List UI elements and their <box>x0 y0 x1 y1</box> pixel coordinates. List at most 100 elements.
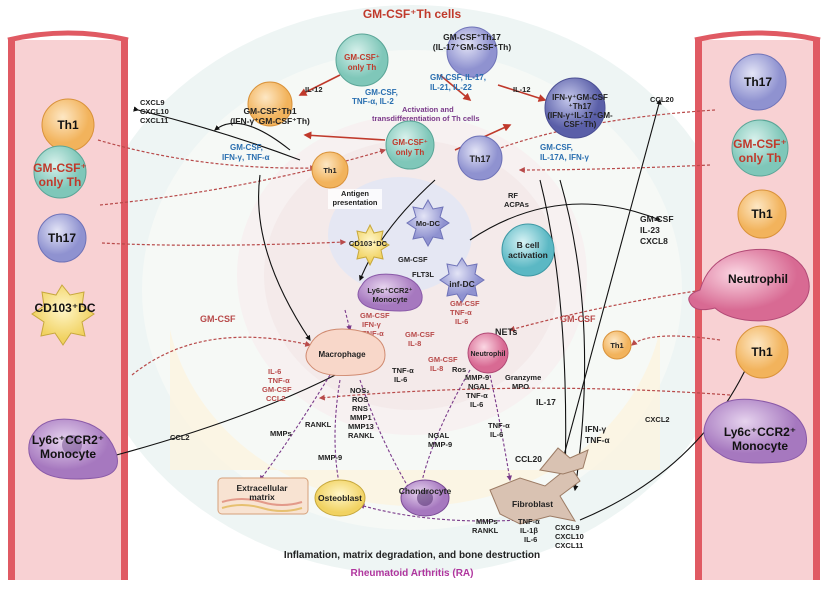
activation-label-2: transdifferentiation of Th cells <box>372 114 480 123</box>
svg-text:matrix: matrix <box>249 492 275 502</box>
neutrophil-gm-il8: GM-CSF IL-8 <box>428 355 458 373</box>
macrophage-products: NOS₂ ROS RNS MMP1 MMP13 RANKL <box>348 386 375 440</box>
th1-cytokines: GM-CSF, <box>230 143 263 152</box>
macrophage-cell: Macrophage <box>305 328 386 376</box>
svg-text:inf-DC: inf-DC <box>449 279 475 289</box>
ifng-th17-cytokines: GM-CSF, <box>540 143 573 152</box>
svg-text:IFN-γ⁺GM-CSF: IFN-γ⁺GM-CSF <box>552 93 608 102</box>
svg-text:IL-6: IL-6 <box>524 535 537 544</box>
svg-text:IL-23: IL-23 <box>640 225 660 235</box>
th17-top-cytokines: GM-CSF, IL-17, <box>430 73 486 82</box>
right-monocyte-cell: Ly6c⁺CCR2⁺ Monocyte <box>703 398 807 464</box>
macrophage-outputs: IL-6 TNF-α GM-CSF CCL2 <box>262 367 292 403</box>
svg-text:Th1: Th1 <box>610 341 623 350</box>
granzyme-label: Granzyme MPO <box>505 373 541 391</box>
th1-cytokines-2: IFN-γ, TNF-α <box>222 153 270 162</box>
svg-text:Granzyme: Granzyme <box>505 373 541 382</box>
right-th17-cell: Th17 <box>729 53 787 111</box>
right-cxcl2-label: CXCL2 <box>645 415 670 424</box>
ly6c-monocyte-center: Ly6c⁺CCR2⁺ Monocyte <box>357 273 423 312</box>
svg-text:CXCL9: CXCL9 <box>555 523 580 532</box>
svg-text:TNF-α: TNF-α <box>466 391 488 400</box>
svg-text:Ly6c⁺CCR2⁺: Ly6c⁺CCR2⁺ <box>367 286 412 295</box>
gmcsf-only-th-top-cytokines: GM-CSF, <box>365 88 398 97</box>
svg-text:IL-1β: IL-1β <box>520 526 538 535</box>
mmps-label: MMPs <box>270 429 292 438</box>
svg-text:Fibroblast: Fibroblast <box>512 499 553 509</box>
svg-text:Neutrophil: Neutrophil <box>471 351 506 358</box>
svg-text:NGAL: NGAL <box>428 431 450 440</box>
svg-text:activation: activation <box>508 250 548 260</box>
left-th17-cell: Th17 <box>37 213 87 263</box>
left-cd103-dc-cell: CD103⁺DC <box>31 284 96 346</box>
bottom-ccl20-label: CCL20 <box>515 454 542 464</box>
summary-text: Inflamation, matrix degradation, and bon… <box>284 550 540 561</box>
svg-text:Ly6c⁺CCR2⁺: Ly6c⁺CCR2⁺ <box>724 425 796 439</box>
svg-text:Macrophage: Macrophage <box>318 350 366 359</box>
ros-label: Ros <box>452 365 466 374</box>
svg-text:TNF-α: TNF-α <box>450 308 472 317</box>
svg-text:NOS₂: NOS₂ <box>350 386 370 395</box>
svg-text:CCL2: CCL2 <box>266 394 286 403</box>
svg-text:only Th: only Th <box>396 148 425 157</box>
left-th1-cell: Th1 <box>41 98 95 152</box>
svg-text:MMP13: MMP13 <box>348 422 374 431</box>
svg-text:GM-CSF: GM-CSF <box>360 311 390 320</box>
svg-text:GM-CSF⁺: GM-CSF⁺ <box>33 161 87 175</box>
fibroblast-left-outputs: MMPs RANKL <box>472 517 499 535</box>
inf-dc-cytokines: GM-CSF TNF-α IL-6 <box>450 299 480 326</box>
inf-dc-cell: inf-DC <box>439 257 485 303</box>
right-small-th1-cell: Th1 <box>602 330 632 360</box>
svg-text:GM-CSF: GM-CSF <box>428 355 458 364</box>
gmcsf-only-th-top: GM-CSF⁺ only Th <box>335 33 389 87</box>
right-neutrophil-cell: Neutrophil <box>688 248 810 322</box>
svg-text:IL-8: IL-8 <box>430 364 443 373</box>
svg-text:only Th: only Th <box>348 63 377 72</box>
il17-label: IL-17 <box>536 397 556 407</box>
svg-text:CXCL11: CXCL11 <box>140 116 168 125</box>
svg-text:Extracellular: Extracellular <box>236 483 288 493</box>
svg-text:⁺Th17: ⁺Th17 <box>569 102 592 111</box>
left-monocyte-cell: Ly6c⁺CCR2⁺ Monocyte <box>28 418 118 480</box>
right-ccl20-label: CCL20 <box>650 95 674 104</box>
right-gmcsf-label: GM-CSF <box>560 314 596 324</box>
svg-text:Chondrocyte: Chondrocyte <box>399 486 452 496</box>
svg-text:TNF-α: TNF-α <box>518 517 540 526</box>
gmcsf-only-th-top-cytokines-2: TNF-α, IL-2 <box>352 97 394 106</box>
gmcsf-th17-cell: GM-CSF⁺Th17 (IL-17⁺GM-CSF⁺Th) <box>433 26 512 78</box>
svg-text:MMPs: MMPs <box>476 517 498 526</box>
svg-text:GM-CSF⁺: GM-CSF⁺ <box>733 137 787 151</box>
svg-text:RNS: RNS <box>352 404 368 413</box>
svg-text:Monocyte: Monocyte <box>732 439 788 453</box>
right-th1-cell-lower: Th1 <box>735 325 789 379</box>
svg-text:TNF-α: TNF-α <box>268 376 290 385</box>
svg-text:(IL-17⁺GM-CSF⁺Th): (IL-17⁺GM-CSF⁺Th) <box>433 42 512 52</box>
svg-text:Antigen: Antigen <box>341 189 369 198</box>
ifng-th17-cytokines-2: IL-17A, IFN-γ <box>540 153 589 162</box>
svg-text:Th1: Th1 <box>57 118 79 132</box>
gm-il8-labels: GM-CSF IL-8 <box>405 330 435 348</box>
svg-text:Th1: Th1 <box>751 345 773 359</box>
svg-text:MMP1: MMP1 <box>350 413 372 422</box>
activation-label: Activation and <box>402 105 454 114</box>
svg-text:ROS: ROS <box>352 395 368 404</box>
svg-text:GM-CSF⁺Th1: GM-CSF⁺Th1 <box>243 106 296 116</box>
svg-text:IL-8: IL-8 <box>408 339 421 348</box>
svg-text:GM-CSF: GM-CSF <box>640 214 674 224</box>
osteoblast-cell: Osteoblast <box>314 479 366 517</box>
neutrophil-center-cell: Neutrophil <box>467 332 509 374</box>
svg-text:RANKL: RANKL <box>472 526 499 535</box>
svg-text:Monocyte: Monocyte <box>372 295 407 304</box>
svg-text:Th17: Th17 <box>48 231 76 245</box>
svg-text:TNF-α: TNF-α <box>392 366 414 375</box>
left-ccl2-label: CCL2 <box>170 433 190 442</box>
tnf-il6-center: TNF-α IL-6 <box>392 366 414 384</box>
b-cell-activation: B cell activation <box>501 223 555 277</box>
svg-text:TNF-α: TNF-α <box>362 329 384 338</box>
extracellular-matrix: Extracellular matrix <box>217 477 309 515</box>
svg-text:NGAL: NGAL <box>468 382 490 391</box>
nets-label: NETs <box>495 327 517 337</box>
gmcsf-small-label: GM-CSF <box>398 255 428 264</box>
neutrophil-products: MMP-9 NGAL TNF-α IL-6 <box>465 373 490 409</box>
